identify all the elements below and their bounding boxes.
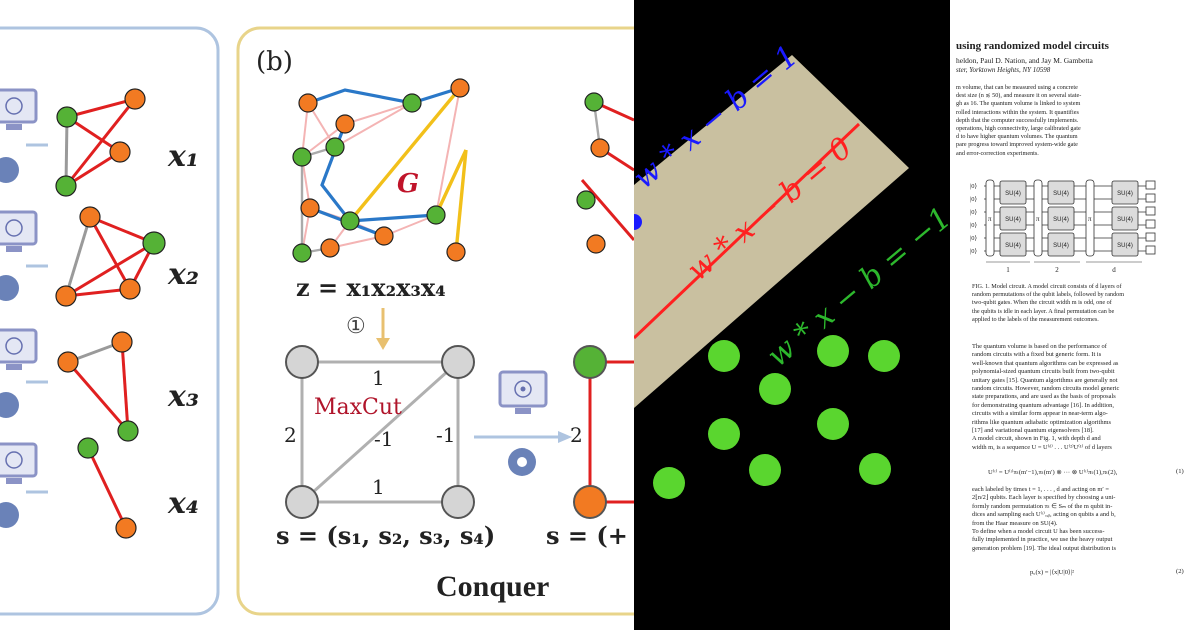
data-point <box>817 335 849 367</box>
subgraph-label: x₄ <box>167 486 199 521</box>
decision-boundary-line <box>634 122 861 340</box>
paper-affiliation: ster, Yorktown Heights, NY 10598 <box>956 66 1051 74</box>
gear-icon <box>0 157 19 183</box>
equation-2-number: (2) <box>1176 568 1184 575</box>
svg-text:SU(4): SU(4) <box>1053 243 1069 249</box>
subgraph-row-3: x₃ <box>0 328 199 442</box>
gear-icon <box>0 502 19 528</box>
svg-text:|0⟩: |0⟩ <box>970 208 978 216</box>
model-circuit-figure: |0⟩ |0⟩ |0⟩ |0⟩ |0⟩ |0⟩ <box>970 179 1156 274</box>
data-point <box>708 418 740 450</box>
graph-diagram-panel: x₁ x₂ x₃ <box>0 26 634 616</box>
right-arrow <box>474 431 572 443</box>
svg-text:|0⟩: |0⟩ <box>970 182 978 190</box>
computer-icon <box>0 328 38 370</box>
computer-icon <box>498 370 548 414</box>
subgraph-row-2: x₂ <box>0 206 199 307</box>
svg-text:SU(4): SU(4) <box>1005 217 1021 223</box>
data-point <box>708 340 740 372</box>
edge-weight-bottom: 1 <box>372 475 385 499</box>
svg-text:|0⟩: |0⟩ <box>970 247 978 255</box>
paper-body: The quantum volume is based on the perfo… <box>972 343 1120 451</box>
gear-icon <box>0 392 19 418</box>
graph-label: G <box>397 169 419 199</box>
paper-authors: heldon, Paul D. Nation, and Jay M. Gambe… <box>956 56 1093 65</box>
svg-text:SU(4): SU(4) <box>1053 191 1069 197</box>
svg-text:SU(4): SU(4) <box>1117 243 1133 249</box>
layer-label: 2 <box>1055 266 1059 274</box>
svg-text:π: π <box>988 215 992 223</box>
edge-weight-diagonal: -1 <box>374 427 393 451</box>
subgraph-label: x₂ <box>167 257 199 292</box>
layer-label: d <box>1112 266 1116 274</box>
svg-text:π: π <box>1036 215 1040 223</box>
svg-text:SU(4): SU(4) <box>1117 191 1133 197</box>
z-expression: z = x₁x₂x₃x₄ <box>296 273 446 302</box>
figure-caption: FIG. 1. Model circuit. A model circuit c… <box>972 283 1125 323</box>
panel-label: (b) <box>256 47 293 77</box>
svg-text:SU(4): SU(4) <box>1005 243 1021 249</box>
edge-weight-left: 2 <box>284 423 297 447</box>
edge-weight-partial: 2 <box>570 423 583 447</box>
svg-text:|0⟩: |0⟩ <box>970 234 978 242</box>
edge-weight-right: -1 <box>436 423 455 447</box>
svm-margin-svg: w * x − b = 1 w * x − b = 0 w * x − b = … <box>634 39 950 499</box>
down-arrow <box>376 308 390 350</box>
maxcut-graph: 1 MaxCut 2 -1 -1 1 <box>284 345 475 519</box>
step-marker: ① <box>346 314 366 339</box>
graph-G: G <box>292 78 470 263</box>
data-point <box>653 467 685 499</box>
s-expression: s = (s₁, s₂, s₃, s₄) <box>276 521 495 550</box>
svg-text:|0⟩: |0⟩ <box>970 195 978 203</box>
data-point <box>759 373 791 405</box>
svg-text:SU(4): SU(4) <box>1005 191 1021 197</box>
subgraph-row-1: x₁ <box>0 88 199 197</box>
maxcut-label: MaxCut <box>314 395 402 420</box>
paper-panel: using randomized model circuits heldon, … <box>950 0 1200 630</box>
data-point <box>749 454 781 486</box>
subgraph-label: x₃ <box>167 379 199 414</box>
subgraph-row-4: x₄ <box>0 437 199 539</box>
paper-page: using randomized model circuits heldon, … <box>950 0 1200 630</box>
partial-graph-bottom: 2 <box>570 345 634 519</box>
computer-icon <box>0 210 38 252</box>
svm-margin-panel: w * x − b = 1 w * x − b = 0 w * x − b = … <box>634 0 950 630</box>
computer-icon <box>0 442 38 484</box>
svg-text:SU(4): SU(4) <box>1053 217 1069 223</box>
panel-b-frame <box>236 26 634 616</box>
data-point <box>817 408 849 440</box>
svg-text:|0⟩: |0⟩ <box>970 221 978 229</box>
paper-body-continued: each labeled by times t = 1, . . . , d a… <box>972 486 1116 552</box>
gear-icon <box>0 275 19 301</box>
equation-1-number: (1) <box>1176 468 1184 475</box>
edge-weight-top: 1 <box>372 366 385 390</box>
s-expression-partial: s = (+ <box>546 521 628 550</box>
support-vector-point <box>634 214 642 230</box>
equation-1: U⁽ᵗ⁾ = U⁽ᵗ⁾πₜ(m′−1),πₜ(m′) ⊗ ··· ⊗ U⁽ᵗ⁾π… <box>988 469 1118 476</box>
computer-icon <box>0 88 38 130</box>
data-point <box>868 340 900 372</box>
paper-title: using randomized model circuits <box>956 40 1109 52</box>
conquer-label: Conquer <box>436 570 549 603</box>
graph-diagram-svg: x₁ x₂ x₃ <box>0 26 634 616</box>
data-point <box>859 453 891 485</box>
svg-text:π: π <box>1088 215 1092 223</box>
equation-2: pᵤ(x) = |⟨x|U|0⟩|² <box>1030 569 1074 576</box>
class-points <box>653 335 900 499</box>
partial-graph-top <box>576 92 634 254</box>
layer-label: 1 <box>1006 266 1010 274</box>
paper-abstract: m volume, that can be measured using a c… <box>956 84 1082 157</box>
subgraph-label: x₁ <box>167 139 199 174</box>
panel-a-frame <box>0 26 220 616</box>
svg-text:SU(4): SU(4) <box>1117 217 1133 223</box>
